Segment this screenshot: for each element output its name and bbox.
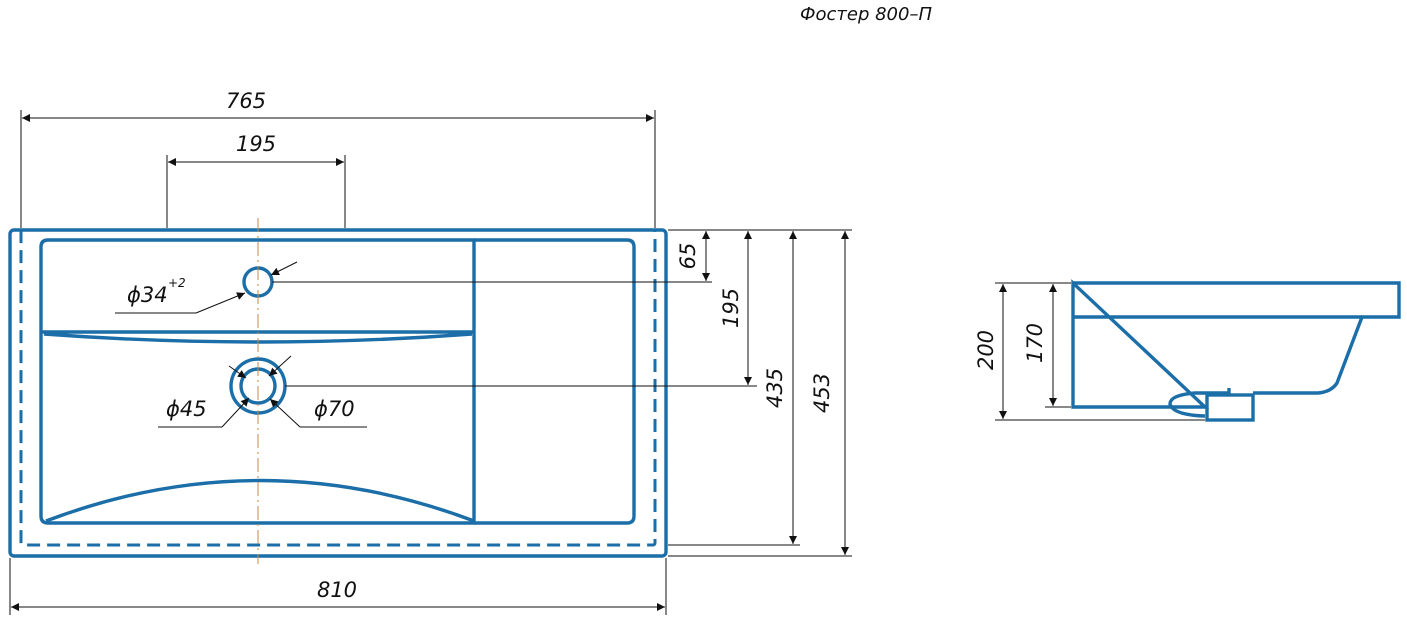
side-profile-outline [1071,279,1401,418]
dim-label-tap-hole: ϕ34 [127,283,168,307]
basin-outer-outline [8,228,668,558]
side-drain-pipe [1205,393,1255,422]
dim-label-200: 200 [974,330,998,370]
drawing-title: Фостер 800–П [800,4,932,25]
bowl-outline [39,238,476,525]
dim-label-170: 170 [1023,323,1047,363]
dim-label-drain-inner: ϕ45 [166,397,207,421]
top-view [8,218,668,564]
dim-label-drain-offset: 195 [719,288,743,328]
dim-label-765: 765 [226,89,266,113]
dim-label-453: 453 [810,373,834,413]
side-view-dimensions: 200 170 [974,282,1205,421]
top-view-dimensions: 765 195 810 65 195 435 453 ϕ34 [9,89,852,615]
shelf-outline [474,238,636,525]
dim-label-tap-hole-tolerance: +2 [168,276,186,290]
dim-label-tap-spacing: 195 [236,132,276,156]
bowl-bottom-curve [45,478,475,523]
dim-label-65: 65 [676,243,700,270]
dim-label-435: 435 [763,368,787,408]
side-view [1071,279,1401,422]
dim-label-810: 810 [317,578,357,602]
basin-hidden-rim [19,228,657,547]
dim-label-drain-outer: ϕ70 [314,397,355,421]
